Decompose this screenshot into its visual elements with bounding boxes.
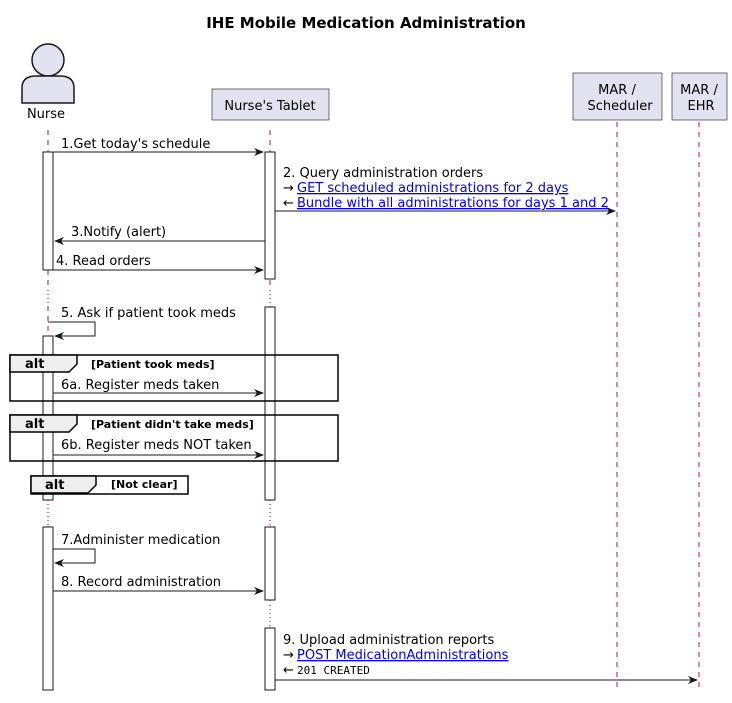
message-4: 4. Read orders (53, 254, 264, 274)
response-arrow-glyph: ← (283, 663, 294, 678)
message-label: 5. Ask if patient took meds (61, 306, 236, 321)
nurse-activation-bar (42, 151, 54, 271)
participant-box-ehr (671, 72, 728, 121)
participant-label-ehr-line1: MAR / (680, 83, 718, 98)
message-label: 7.Administer medication (61, 533, 220, 548)
request-link[interactable]: GET scheduled administrations for 2 days (297, 181, 569, 196)
message-label: 3.Notify (alert) (71, 225, 166, 240)
message-label: 1.Get today's schedule (61, 137, 210, 152)
message-label: 4. Read orders (56, 254, 151, 269)
message-5: 5. Ask if patient took meds (48, 306, 236, 340)
fragment-condition: [Patient took meds] (91, 358, 215, 371)
response-arrow-glyph: ← (283, 196, 294, 211)
participant-box-scheduler (572, 72, 663, 121)
message-2: 2. Query administration orders → GET sch… (275, 166, 616, 215)
response-link[interactable]: Bundle with all administrations for days… (297, 196, 609, 211)
participant-ehr: MAR / EHR (671, 72, 728, 121)
participant-scheduler: MAR / Scheduler (572, 72, 663, 121)
message-label: 8. Record administration (61, 575, 221, 590)
fragment-keyword: alt (45, 478, 64, 493)
alt-fragment-not-clear: alt [Not clear] (30, 475, 189, 495)
diagram-title: IHE Mobile Medication Administration (206, 14, 526, 32)
nurse-activation-bar (42, 526, 54, 691)
participant-label-ehr-line2: EHR (687, 99, 714, 114)
participant-nurse: Nurse (21, 43, 75, 122)
tablet-activation-bar (264, 151, 276, 280)
message-8: 8. Record administration (53, 575, 264, 595)
response-code: 201 CREATED (297, 664, 370, 677)
fragment-tab (9, 354, 78, 373)
participant-label-nurse: Nurse (27, 107, 65, 122)
fragment-condition: [Not clear] (111, 478, 178, 491)
activation-bars-block-2 (42, 526, 276, 691)
request-arrow-glyph: → (283, 648, 294, 663)
message-label: 6a. Register meds taken (61, 378, 219, 393)
fragment-keyword: alt (25, 417, 44, 432)
message-1: 1.Get today's schedule (53, 137, 264, 156)
message-label: 6b. Register meds NOT taken (61, 438, 252, 453)
tablet-activation-bar (264, 526, 276, 601)
fragment-frame (9, 414, 339, 462)
alt-fragment-patient-didnt-take-meds: alt [Patient didn't take meds] 6b. Regis… (9, 414, 339, 462)
message-7: 7.Administer medication (53, 533, 220, 567)
message-label: 2. Query administration orders (283, 166, 483, 181)
message-3: 3.Notify (alert) (54, 225, 265, 245)
participant-tablet: Nurse's Tablet (211, 88, 330, 121)
fragment-tab (9, 414, 78, 433)
alt-fragment-patient-took-meds: alt [Patient took meds] 6a. Register med… (9, 354, 339, 402)
fragment-keyword: alt (25, 357, 44, 372)
participant-label-tablet: Nurse's Tablet (224, 99, 315, 114)
request-arrow-glyph: → (283, 181, 294, 196)
message-label: 9. Upload administration reports (283, 633, 494, 648)
person-icon (21, 43, 75, 104)
tablet-activation-bar (264, 627, 276, 691)
participant-box-tablet (211, 88, 330, 121)
participant-label-scheduler-line1: MAR / (598, 83, 636, 98)
request-link[interactable]: POST MedicationAdministrations (297, 648, 509, 663)
fragment-condition: [Patient didn't take meds] (91, 418, 254, 431)
fragment-frame (9, 354, 339, 402)
fragment-tab (30, 475, 97, 494)
self-message-arrow (48, 321, 96, 340)
tablet-activation-bar (264, 306, 276, 501)
message-9: 9. Upload administration reports → POST … (275, 633, 698, 684)
participant-label-scheduler-line2: Scheduler (587, 99, 653, 114)
self-message-arrow (53, 548, 96, 567)
